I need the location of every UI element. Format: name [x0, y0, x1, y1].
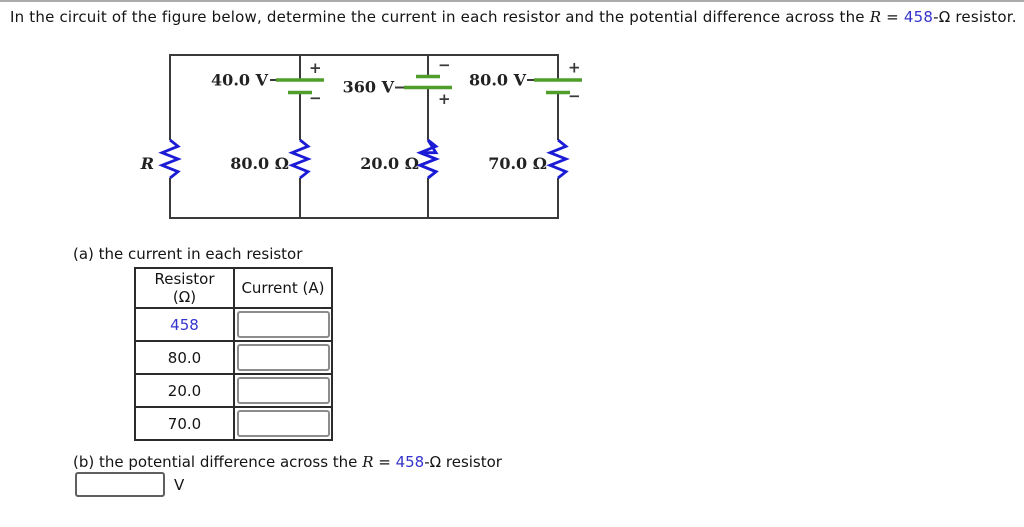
- battery-80v-minus-sign: −: [568, 87, 581, 105]
- resistor-20ohm-label: 20.0 Ω: [360, 154, 419, 173]
- battery-360v-label: 360 V: [343, 78, 395, 97]
- resistor-value-70: 70.0: [134, 406, 235, 441]
- battery-80v-plus-sign: +: [568, 59, 581, 77]
- potential-difference-input[interactable]: [75, 472, 165, 497]
- table-row: 458: [134, 307, 333, 342]
- battery-80v-label: 80.0 V: [469, 71, 527, 90]
- circuit-wires: [169, 54, 559, 219]
- current-cell: [233, 373, 333, 408]
- table-header-row: Resistor (Ω) Current (A): [134, 267, 333, 309]
- circuit-diagram: R 40.0 V 360 V 80.0 V 80.0 Ω 20.0 Ω 70.0…: [140, 54, 582, 219]
- resistor-70ohm-label: 70.0 Ω: [488, 154, 547, 173]
- top-divider: [0, 0, 1024, 2]
- volt-unit-label: V: [174, 475, 185, 494]
- resistor-value-80: 80.0: [134, 340, 235, 375]
- part-b-resistance-value: 458: [395, 453, 425, 471]
- resistor-value-458: 458: [134, 307, 235, 342]
- part-b-variable-r: R: [362, 453, 374, 471]
- part-b-equals: =: [373, 453, 396, 471]
- title-variable-r: R: [869, 8, 882, 26]
- table-row: 70.0: [134, 406, 333, 441]
- question-title: In the circuit of the figure below, dete…: [10, 7, 1020, 27]
- resistor-r-zigzag: [158, 138, 182, 180]
- current-input-20[interactable]: [236, 377, 330, 404]
- current-column-header: Current (A): [233, 267, 333, 309]
- title-equals: =: [881, 8, 904, 26]
- battery-40v-label: 40.0 V: [211, 71, 269, 90]
- title-resistance-value: 458: [903, 8, 934, 26]
- battery-40v-plus-sign: +: [309, 59, 322, 77]
- resistor-80ohm-label: 80.0 Ω: [230, 154, 289, 173]
- title-prefix: In the circuit of the figure below, dete…: [10, 8, 870, 26]
- part-b-suffix: -Ω resistor: [424, 453, 502, 471]
- resistor-70ohm-zigzag: [546, 138, 570, 180]
- current-input-70[interactable]: [236, 410, 330, 437]
- battery-plates: [276, 74, 582, 95]
- current-input-458[interactable]: [236, 311, 330, 338]
- resistor-20ohm-zigzag-overlay: [416, 138, 440, 180]
- battery-360v-plus-sign: +: [438, 90, 451, 108]
- current-cell: [233, 340, 333, 375]
- title-suffix: -Ω resistor.: [933, 8, 1017, 26]
- part-b-answer-row: V: [75, 472, 184, 497]
- table-row: 80.0: [134, 340, 333, 375]
- current-input-80[interactable]: [236, 344, 330, 371]
- part-b-label: (b) the potential difference across the …: [73, 453, 502, 471]
- battery-360v-minus-sign: −: [438, 56, 451, 74]
- part-b-prefix: (b) the potential difference across the: [73, 453, 363, 471]
- battery-40v-minus-sign: −: [309, 89, 322, 107]
- resistor-value-20: 20.0: [134, 373, 235, 408]
- table-row: 20.0: [134, 373, 333, 408]
- current-cell: [233, 307, 333, 342]
- part-a-label: (a) the current in each resistor: [73, 245, 303, 263]
- current-answer-table: Resistor (Ω) Current (A) 458 80.0 20.0: [134, 267, 333, 441]
- current-cell: [233, 406, 333, 441]
- resistor-80ohm-zigzag: [288, 138, 312, 180]
- resistor-r-label: R: [140, 154, 154, 173]
- resistor-column-header: Resistor (Ω): [134, 267, 235, 309]
